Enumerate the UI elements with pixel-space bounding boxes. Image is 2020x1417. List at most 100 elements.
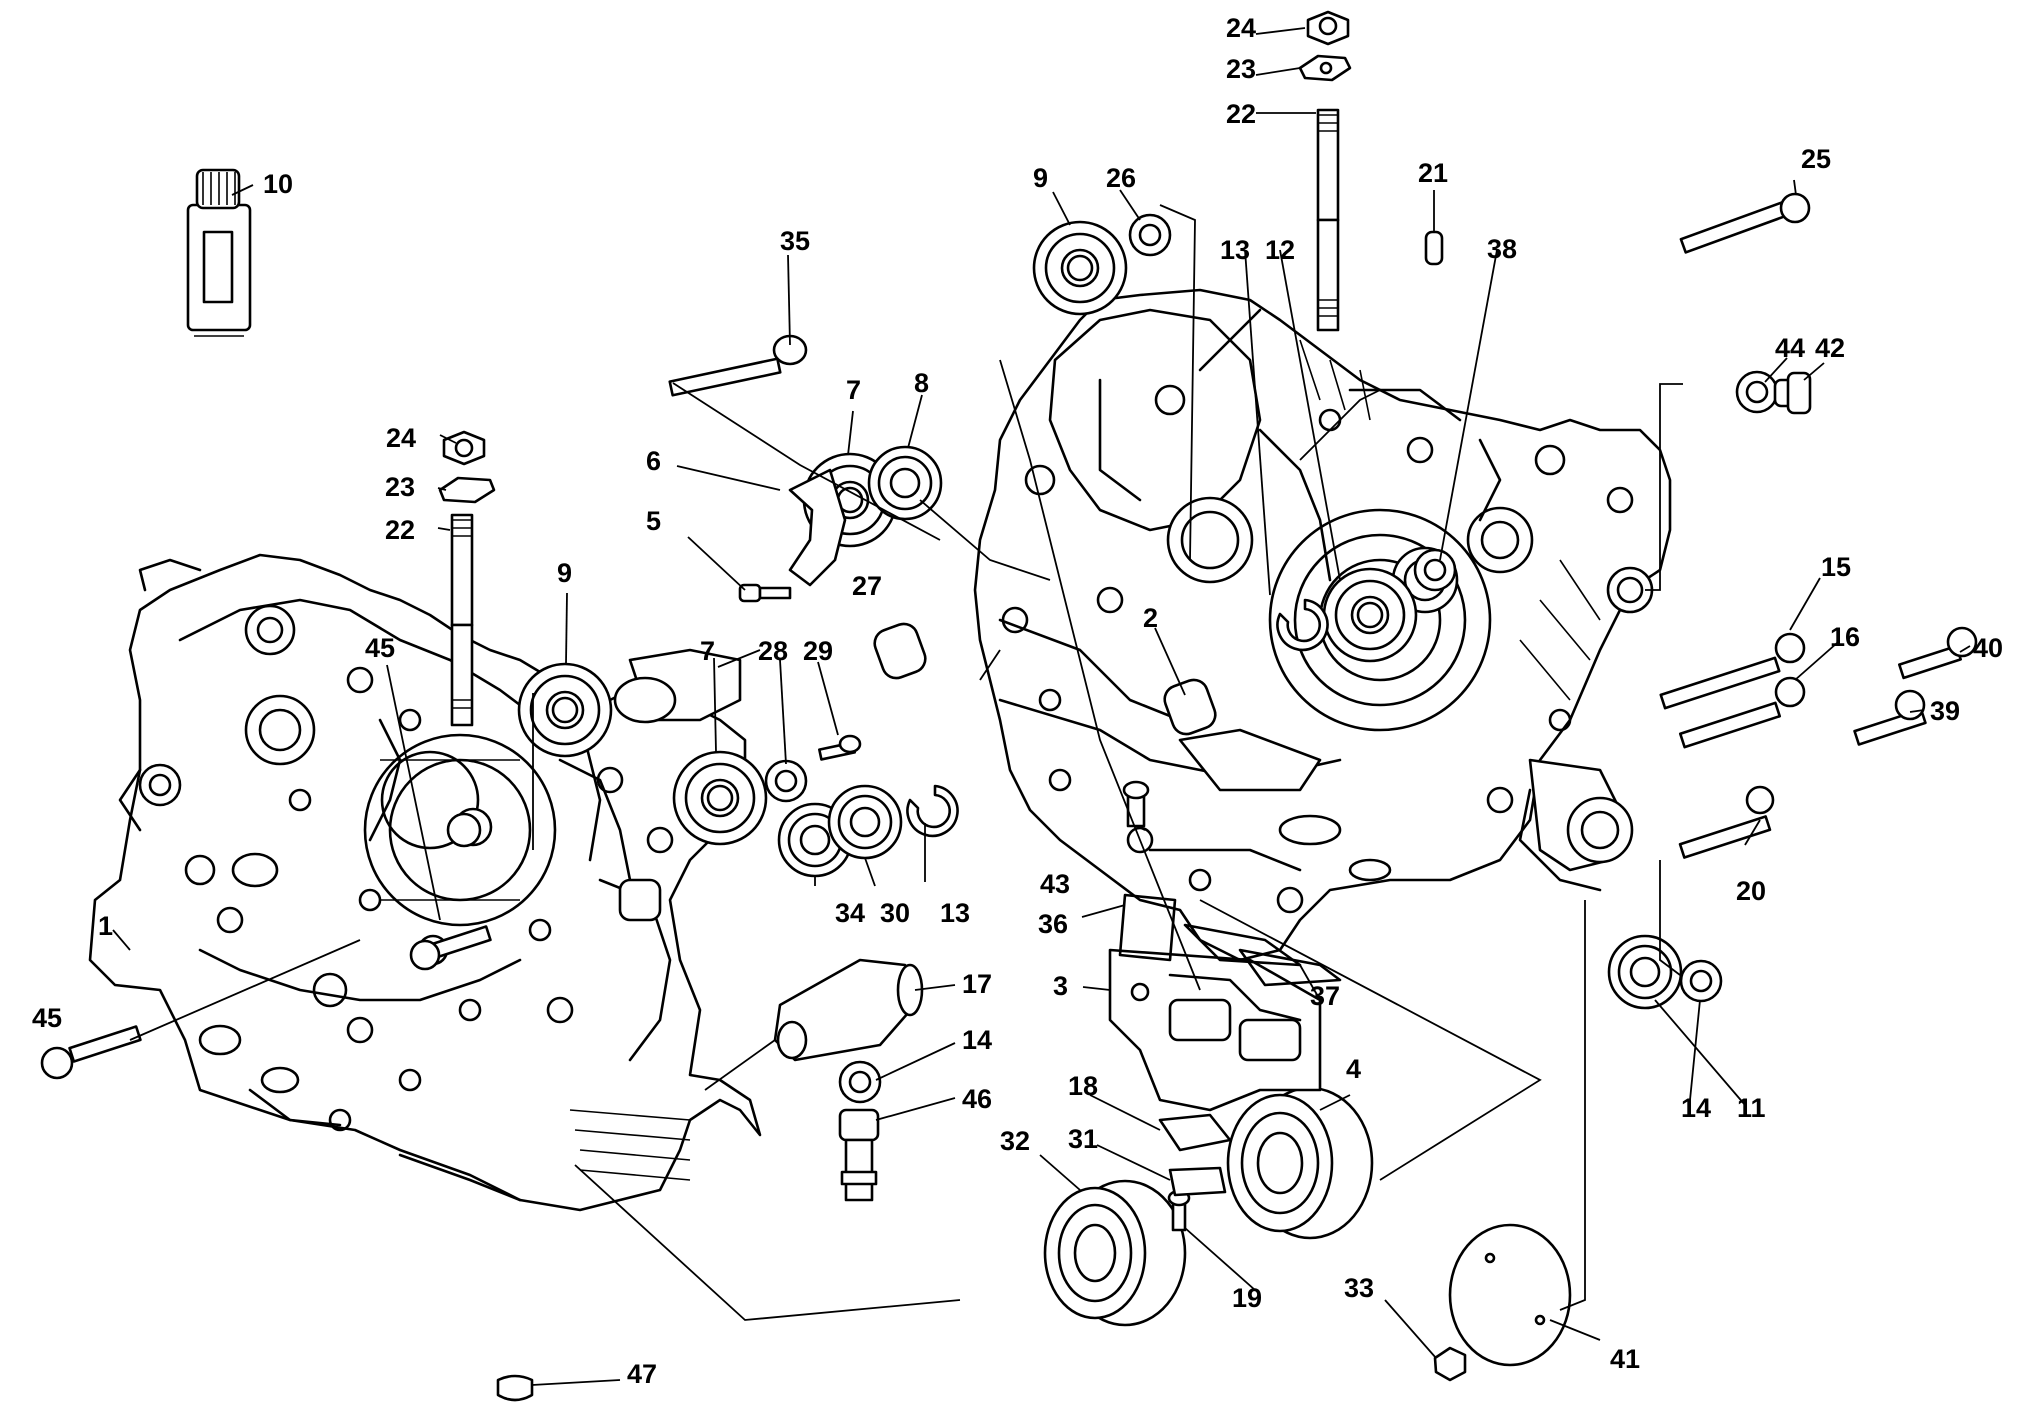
plate-31 [1168, 1166, 1227, 1197]
bolt-15 [1659, 632, 1806, 710]
callout-1: 1 [98, 911, 113, 941]
callout-13-upper: 13 [1220, 235, 1250, 265]
callout-40: 40 [1973, 633, 2003, 663]
callout-22-top: 22 [1226, 99, 1256, 129]
callout-6: 6 [646, 446, 661, 476]
callout-7-upper: 7 [846, 375, 861, 405]
callout-14-center: 14 [962, 1025, 992, 1055]
sleeve-17 [773, 958, 924, 1062]
screw-19 [1167, 1189, 1191, 1232]
screw-43 [1122, 780, 1150, 828]
gasket-18 [1158, 1113, 1232, 1152]
callout-39: 39 [1930, 696, 1960, 726]
callout-2: 2 [1143, 603, 1158, 633]
callout-32: 32 [1000, 1126, 1030, 1156]
callout-42: 42 [1815, 333, 1845, 363]
callout-38: 38 [1487, 234, 1517, 264]
bearing-7-lower [672, 750, 768, 846]
bolt-40 [1898, 626, 1978, 680]
bolt-45-left [40, 1025, 142, 1080]
bolt-45-case [409, 925, 492, 971]
callout-35: 35 [780, 226, 810, 256]
callout-46: 46 [962, 1084, 992, 1114]
leader-lines [112, 27, 1971, 1386]
callout-15: 15 [1821, 552, 1851, 582]
dowel-21 [1424, 230, 1444, 266]
callout-24-top: 24 [1226, 13, 1256, 43]
dowel-27 [873, 622, 927, 680]
plug-11 [1607, 934, 1683, 1010]
screw-29 [818, 734, 862, 761]
callout-34: 34 [835, 898, 865, 928]
callout-16: 16 [1830, 622, 1860, 652]
callout-24-left: 24 [386, 423, 416, 453]
washer-44 [1735, 370, 1779, 414]
washer-14-right [1679, 959, 1723, 1003]
callout-44: 44 [1775, 333, 1805, 363]
bolt-20 [1678, 785, 1775, 859]
washer-14-center [838, 1060, 882, 1104]
sealant-tube [186, 168, 252, 337]
gasket-36 [1118, 893, 1177, 962]
dowel-2 [1163, 678, 1217, 736]
callout-11: 11 [1737, 1093, 1766, 1123]
washer-26 [1128, 213, 1172, 257]
plug-42 [1773, 371, 1812, 415]
callout-33: 33 [1344, 1273, 1374, 1303]
bolt-35 [668, 334, 808, 397]
callout-5: 5 [646, 506, 661, 536]
pump-housing-3 [1108, 948, 1322, 1112]
callout-14-right: 14 [1681, 1093, 1711, 1123]
cover-41 [1448, 1223, 1572, 1367]
circlip-13-upper [1276, 598, 1329, 652]
callout-21: 21 [1418, 158, 1448, 188]
callout-29: 29 [803, 636, 833, 666]
bearing-32 [1043, 1179, 1187, 1327]
callout-17: 17 [962, 969, 992, 999]
bolt-16 [1678, 676, 1806, 749]
callout-22-left: 22 [385, 515, 415, 545]
callout-25: 25 [1801, 144, 1831, 174]
callout-3: 3 [1053, 971, 1068, 1001]
callout-18: 18 [1068, 1071, 1098, 1101]
callout-41: 41 [1610, 1344, 1640, 1374]
stud-assembly-top [1298, 10, 1352, 332]
bearing-9-top [1032, 220, 1128, 316]
bearing-4 [1226, 1086, 1374, 1240]
left-crankcase-half [88, 553, 762, 1212]
callout-30: 30 [880, 898, 910, 928]
callout-27: 27 [852, 571, 882, 601]
retainer-plate-6 [788, 468, 847, 587]
callout-26: 26 [1106, 163, 1136, 193]
washer-28 [764, 759, 808, 803]
callout-8: 8 [914, 368, 929, 398]
callout-43: 43 [1040, 869, 1070, 899]
bearing-12 [1322, 567, 1418, 663]
callout-36: 36 [1038, 909, 1068, 939]
callout-9-left: 9 [557, 558, 572, 588]
cap-47 [496, 1374, 534, 1402]
ring-38 [1413, 548, 1457, 592]
callout-23-top: 23 [1226, 54, 1256, 84]
callout-23-left: 23 [385, 472, 415, 502]
callout-20: 20 [1736, 876, 1766, 906]
callout-37: 37 [1310, 981, 1340, 1011]
seal-30 [827, 784, 903, 860]
callout-12: 12 [1265, 235, 1295, 265]
callout-45-left: 45 [32, 1003, 62, 1033]
callout-7-lower: 7 [700, 636, 715, 666]
screw-5 [738, 583, 792, 603]
callout-13-lower: 13 [940, 898, 970, 928]
stud-assembly-left [438, 430, 496, 848]
callout-10: 10 [263, 169, 293, 199]
callout-4: 4 [1346, 1054, 1361, 1084]
bolt-39 [1853, 689, 1927, 746]
callout-labels: 1 2 3 4 5 6 7 7 8 9 9 10 11 12 13 13 14 … [32, 13, 2003, 1389]
circlip-13-lower [906, 784, 959, 838]
fitting-46 [838, 1108, 880, 1202]
callout-47: 47 [627, 1359, 657, 1389]
nut-33 [1433, 1346, 1467, 1382]
bolt-25 [1679, 192, 1811, 254]
callout-19: 19 [1232, 1283, 1262, 1313]
